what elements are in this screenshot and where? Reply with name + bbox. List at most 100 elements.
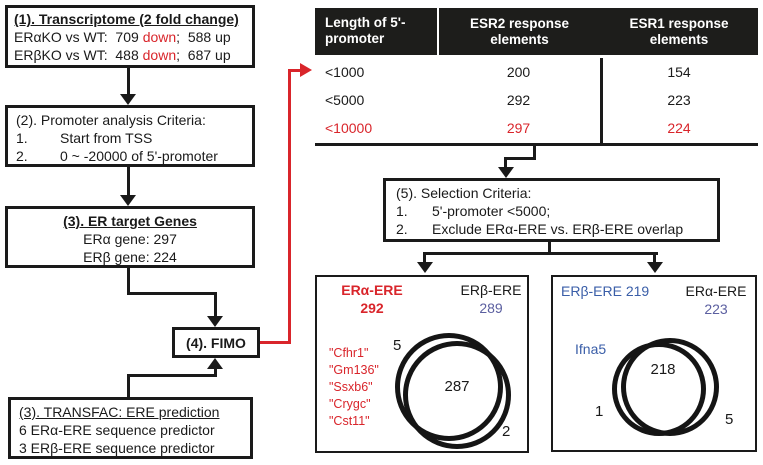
transfac-line-1: 6 ERα-ERE sequence predictor: [19, 422, 215, 438]
connector-transfac-fimo-h: [127, 374, 217, 377]
connector-box3-fimo-v2: [214, 292, 217, 318]
table-column-divider: [600, 58, 603, 143]
item-number: 1.: [396, 203, 408, 219]
erbeta-ere-219-label: ERβ-ERE 219: [561, 283, 650, 299]
table-header-divider: [437, 8, 439, 55]
erbeta-post: ; 687 up: [176, 47, 231, 63]
eralpha-ere-label: ERα-ERE: [341, 282, 403, 298]
erbeta-gene-count: ERβ gene: 224: [83, 249, 177, 265]
venn-right-only-left-count: 1: [595, 403, 604, 420]
table-header-esr2: ESR2 response elements: [469, 15, 570, 47]
item-number: 2.: [16, 148, 28, 164]
table-header: Length of 5'-promoter ESR2 response elem…: [315, 8, 758, 55]
unique-gene-list: "Cfhr1" "Gm136" "Ssxb6" "Crygc" "Cst11": [329, 345, 379, 430]
cell-esr1: 154: [667, 64, 691, 80]
connector-table-box5-h: [504, 157, 536, 160]
item-text: Exclude ERα-ERE vs. ERβ-ERE overlap: [432, 221, 684, 237]
cell-esr1: 224: [667, 120, 691, 136]
cell-esr2: 200: [506, 64, 531, 80]
cell-length: <10000: [325, 120, 373, 136]
erbeta-down: down: [142, 47, 177, 63]
transcriptome-line-erbeta: ERβKO vs WT: 488 down; 687 up: [14, 46, 252, 64]
fimo-title: (4). FIMO: [186, 335, 246, 351]
arrow-box2-box3-line: [127, 167, 130, 196]
connector-box3-fimo-h: [127, 292, 217, 295]
red-arrow-h1: [260, 341, 291, 344]
ifna5-gene-label: Ifna5: [575, 341, 607, 357]
arrow-into-venn-right: [647, 262, 663, 273]
red-arrow-v: [288, 69, 291, 344]
venn-circle-eralpha: [621, 338, 719, 436]
eralpha-post: ; 588 up: [176, 29, 231, 45]
transfac-box: (3). TRANSFAC: ERE prediction 6 ERα-ERE …: [8, 397, 253, 459]
transfac-title: (3). TRANSFAC: ERE prediction: [19, 404, 220, 420]
er-target-genes-box: (3). ER target Genes ERα gene: 297 ERβ g…: [5, 206, 255, 268]
erbeta-pre: ERβKO vs WT: 488: [14, 47, 143, 63]
cell-esr2: 297: [506, 120, 531, 136]
venn-right-only-right-count: 5: [725, 411, 734, 428]
venn-circle-erbeta: [403, 341, 511, 449]
gene-name: "Gm136": [329, 363, 379, 377]
cell-length: <1000: [325, 64, 365, 80]
promoter-criteria-title: (2). Promoter analysis Criteria:: [16, 112, 206, 128]
venn-right-overlap-count: 218: [650, 361, 676, 378]
connector-box3-fimo-v1: [127, 268, 130, 295]
venn-left-eralpha-header: ERα-ERE 292: [329, 281, 415, 317]
gene-name: "Cfhr1": [329, 346, 369, 360]
table-row: <5000 292 223: [315, 86, 758, 114]
gene-name: "Ssxb6": [329, 380, 373, 394]
item-number: 2.: [396, 221, 408, 237]
cell-length: <5000: [325, 92, 365, 108]
connector-transfac-fimo-v1: [127, 374, 130, 398]
venn-left-box: ERα-ERE 292 ERβ-ERE 289 "Cfhr1" "Gm136" …: [315, 275, 529, 453]
eralpha-gene-count: ERα gene: 297: [83, 231, 177, 247]
connector-transfac-fimo-v2: [214, 368, 217, 377]
table-row-highlighted: <10000 297 224: [315, 114, 758, 142]
eralpha-pre: ERαKO vs WT: 709: [14, 29, 143, 45]
eralpha-down: down: [142, 29, 177, 45]
venn-left-erbeta-header: ERβ-ERE 289: [453, 281, 529, 317]
red-arrow-h2: [288, 69, 302, 72]
selection-criteria-box: (5). Selection Criteria: 1. 5'-promoter <…: [383, 178, 720, 242]
red-arrow-head: [300, 63, 312, 77]
table-bottom-rule: [315, 143, 758, 146]
split-connector-right-stub: [653, 252, 656, 263]
table-row: <1000 200 154: [315, 58, 758, 86]
arrow-box2-box3-head: [120, 195, 136, 206]
venn-left-overlap-count: 287: [444, 378, 470, 395]
split-connector-stem: [548, 242, 551, 255]
arrow-into-fimo-bottom: [207, 358, 223, 369]
table-header-length: Length of 5'-promoter: [325, 15, 406, 46]
cell-esr1: 223: [667, 92, 691, 108]
arrow-box1-box2-head: [120, 94, 136, 105]
connector-table-box5-v1: [533, 146, 536, 160]
selection-criteria-item-2: 2. Exclude ERα-ERE vs. ERβ-ERE overlap: [396, 220, 717, 238]
venn-right-box: ERβ-ERE 219 ERα-ERE 223 Ifna5 218 1 5: [551, 275, 757, 452]
split-connector-left-stub: [423, 252, 426, 263]
item-number: 1.: [16, 130, 28, 146]
arrow-box1-box2-line: [127, 68, 130, 95]
item-text: 5'-promoter <5000;: [432, 203, 551, 219]
venn-right-eralpha-header: ERα-ERE 223: [679, 282, 753, 318]
promoter-criteria-item-2: 2. 0 ~ -20000 of 5'-promoter: [16, 147, 252, 165]
er-target-genes-title: (3). ER target Genes: [63, 213, 197, 229]
arrow-into-box5: [498, 167, 514, 178]
selection-criteria-title: (5). Selection Criteria:: [396, 185, 532, 201]
transcriptome-box: (1). Transcriptome (2 fold change) ERαKO…: [5, 5, 255, 68]
erbeta-ere-count: 289: [479, 300, 503, 316]
arrow-into-fimo-top: [207, 316, 223, 327]
promoter-criteria-item-1: 1.Start from TSS: [16, 129, 252, 147]
selection-criteria-item-1: 1. 5'-promoter <5000;: [396, 202, 717, 220]
venn-left-only-right-count: 2: [502, 423, 511, 440]
transcriptome-title: (1). Transcriptome (2 fold change): [14, 11, 239, 27]
transfac-line-2: 3 ERβ-ERE sequence predictor: [19, 440, 215, 456]
item-text: 0 ~ -20000 of 5'-promoter: [60, 148, 218, 164]
gene-name: "Cst11": [329, 414, 370, 428]
arrow-into-venn-left: [417, 262, 433, 273]
split-connector-bar: [423, 252, 658, 255]
eralpha-ere-count: 223: [704, 301, 728, 317]
eralpha-ere-label: ERα-ERE: [685, 283, 747, 299]
venn-left-only-left-count: 5: [393, 337, 402, 354]
promoter-criteria-box: (2). Promoter analysis Criteria: 1.Start…: [5, 105, 255, 167]
